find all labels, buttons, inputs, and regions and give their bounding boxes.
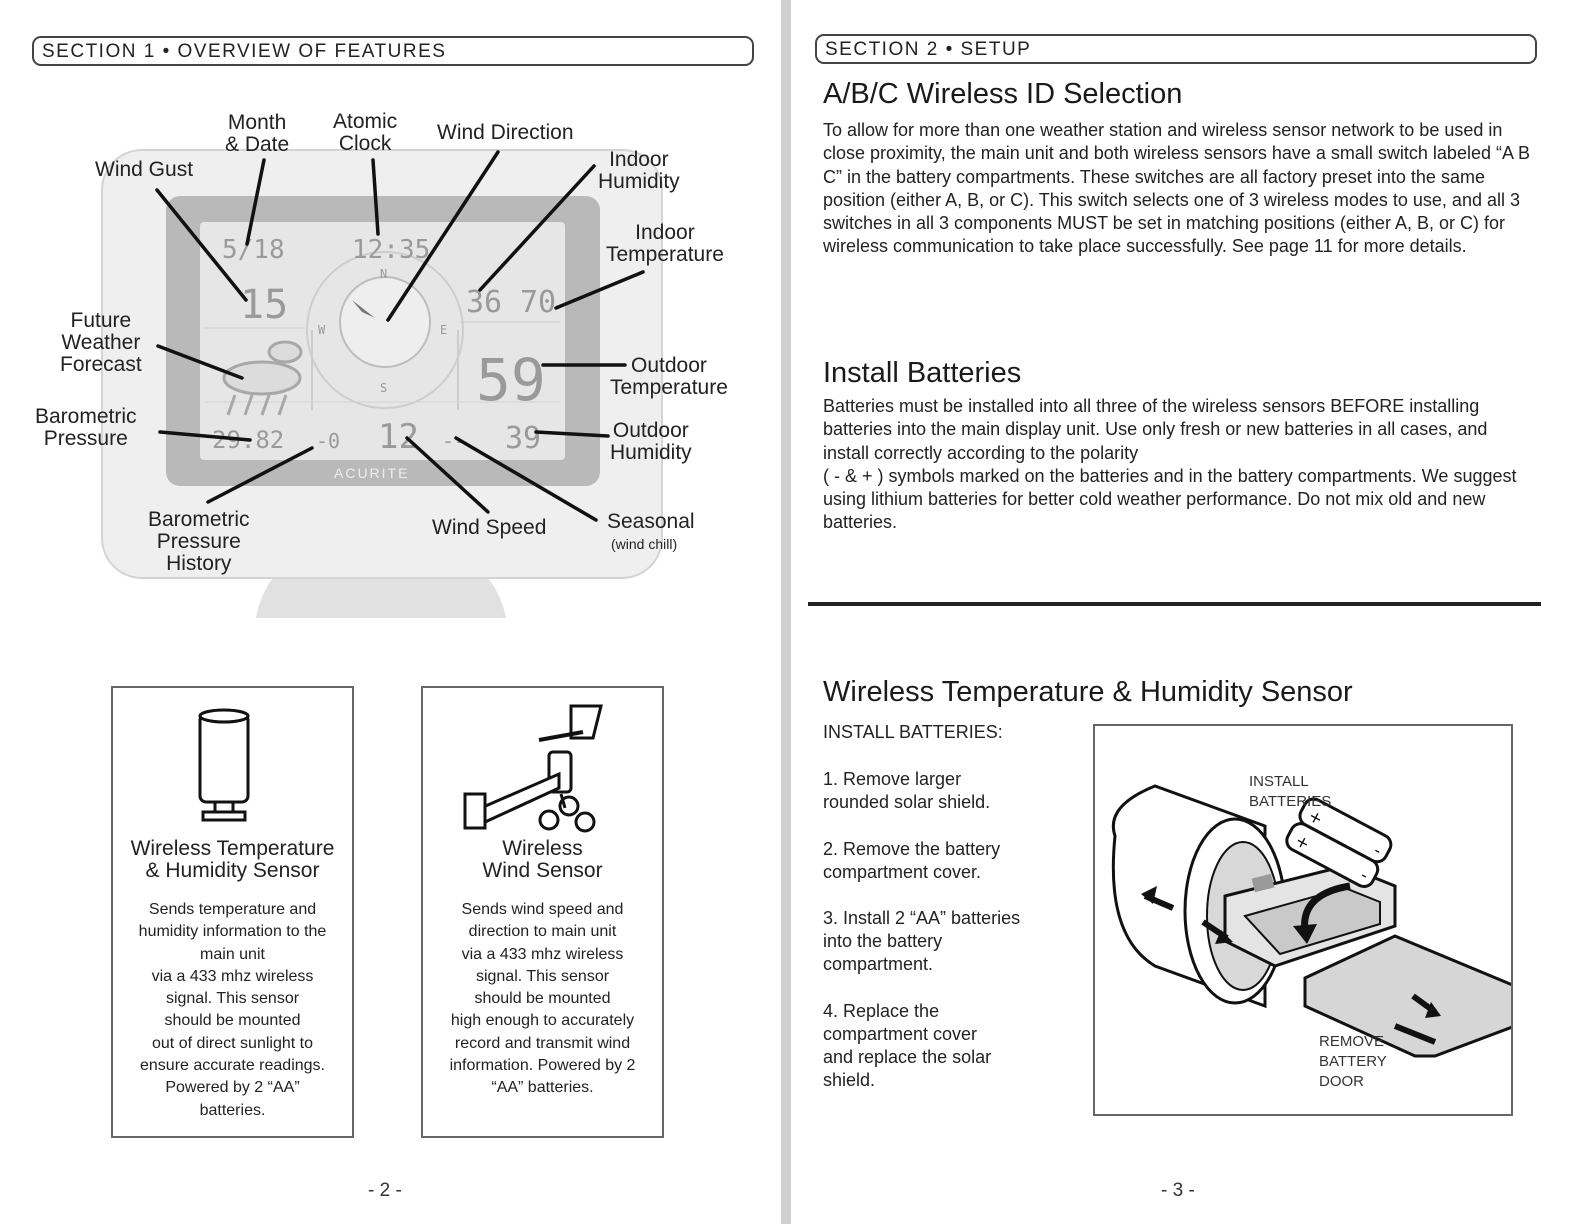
compass-ring (306, 251, 464, 409)
callout-atomic-clock: Atomic Clock (333, 110, 398, 155)
callout-barometric-pressure-history: Barometric Pressure History (148, 508, 250, 575)
sensor-box-2-description: Sends wind speed and direction to main u… (449, 901, 636, 1097)
abc-heading: A/B/C Wireless ID Selection (823, 78, 1183, 110)
page-number-right: - 3 - (1161, 1180, 1195, 1201)
step-2: 2. Remove the battery compartment cover. (823, 839, 1001, 882)
callout-seasonal: Seasonal (607, 510, 695, 533)
callout-outdoor-temperature: Outdoor Temperature (610, 354, 728, 399)
batteries-body: Batteries must be installed into all thr… (823, 396, 1517, 533)
lcd-time: 12:35 (352, 235, 430, 265)
left-page: SECTION 1 • OVERVIEW OF FEATURES 5/18 (0, 0, 781, 1224)
lcd-date: 5/18 (222, 235, 285, 265)
callout-wind-direction: Wind Direction (437, 121, 574, 144)
sensor-box-2-title: Wireless Wind Sensor (482, 837, 603, 882)
lcd-pressure-trend: -0 (316, 429, 340, 453)
sensor-heading: Wireless Temperature & Humidity Sensor (823, 676, 1353, 708)
compass-s: S (380, 381, 387, 395)
sensor-box-1-title: Wireless Temperature & Humidity Sensor (130, 837, 335, 882)
section-divider (808, 602, 1541, 606)
sensor-battery-diagram: + - + - (1111, 784, 1511, 1058)
step-1: 1. Remove larger rounded solar shield. (823, 769, 991, 812)
callout-seasonal-note: (wind chill) (611, 536, 678, 552)
callout-month-date: Month & Date (225, 111, 290, 156)
compass-n: N (380, 267, 387, 281)
callout-indoor-temperature: Indoor Temperature (606, 221, 724, 266)
display-unit-illustration: 5/18 12:35 15 36 70 59 29.82 -0 12 -- 39… (101, 149, 663, 618)
sensor-box-1-description: Sends temperature and humidity informati… (138, 901, 327, 1119)
wind-direction-pointer (352, 300, 375, 318)
abc-body: To allow for more than one weather stati… (823, 120, 1530, 257)
right-page: SECTION 2 • SETUP A/B/C Wireless ID Sele… (791, 0, 1584, 1224)
step-3: 3. Install 2 “AA” batteries into the bat… (823, 908, 1021, 974)
lcd-outdoor-temp: 59 (476, 346, 546, 414)
sensor-box-temp-humidity: Wireless Temperature & Humidity Sensor S… (111, 686, 354, 1138)
figure-label-install: INSTALL BATTERIES (1249, 773, 1332, 810)
section-1-header: SECTION 1 • OVERVIEW OF FEATURES (32, 36, 754, 66)
wind-sensor-icon (463, 704, 603, 833)
compass-face (339, 276, 431, 368)
callout-wind-gust: Wind Gust (95, 158, 194, 181)
callout-barometric-pressure: Barometric Pressure (35, 405, 137, 450)
battery-install-figure: + - + - INSTALL BATTERIES REMOVE BATTERY… (1093, 724, 1513, 1116)
callout-leader-lines (155, 150, 645, 522)
step-4: 4. Replace the compartment cover and rep… (823, 1001, 992, 1090)
batteries-heading: Install Batteries (823, 357, 1022, 389)
compass-w: W (318, 323, 326, 337)
lcd-indoor-humidity: 36 (466, 285, 502, 320)
lcd-wind-gust: 15 (240, 282, 288, 328)
lcd-outdoor-humidity: 39 (505, 421, 541, 456)
page-number-left: - 2 - (368, 1180, 402, 1201)
callout-future-weather-forecast: Future Weather Forecast (60, 309, 142, 376)
forecast-cloud-icon (222, 340, 303, 416)
install-batteries-subheading: INSTALL BATTERIES: (823, 722, 1003, 742)
compass-e: E (440, 323, 447, 337)
callout-indoor-humidity: Indoor Humidity (598, 148, 680, 193)
callout-outdoor-humidity: Outdoor Humidity (610, 419, 692, 464)
brand-logo: ACURITE (334, 465, 409, 481)
page-gutter (781, 0, 791, 1224)
sensor-box-wind: Wireless Wind Sensor Sends wind speed an… (421, 686, 664, 1138)
lcd-wind-speed: 12 (378, 417, 419, 457)
callout-wind-speed: Wind Speed (432, 516, 547, 539)
lcd-indoor-temp: 70 (520, 285, 556, 320)
temp-humidity-sensor-icon (198, 708, 250, 822)
figure-label-remove: REMOVE BATTERY DOOR (1319, 1033, 1387, 1090)
section-2-header: SECTION 2 • SETUP (815, 34, 1537, 64)
